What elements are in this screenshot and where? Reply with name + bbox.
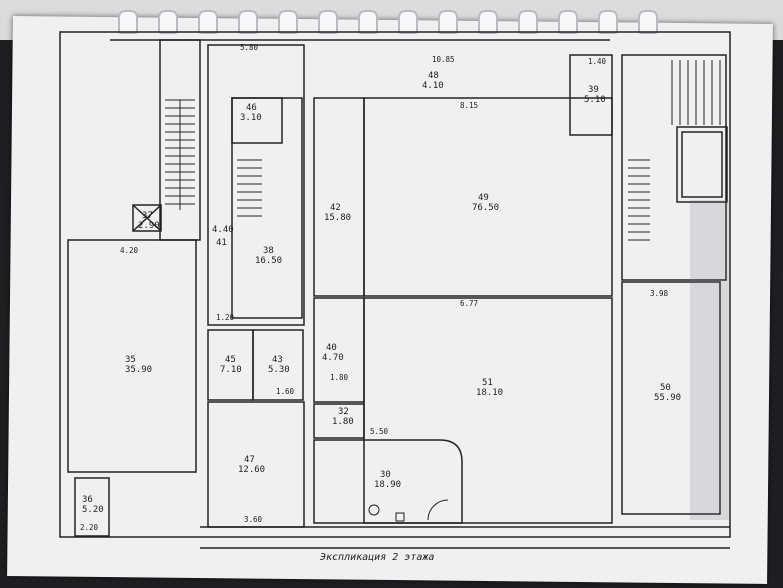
room-49 bbox=[363, 97, 613, 297]
room-label: 48 bbox=[428, 71, 439, 81]
dimension: 1.60 bbox=[276, 387, 295, 396]
room-label: 38 bbox=[263, 246, 274, 256]
dimension: 5.80 bbox=[240, 43, 259, 52]
room-50 bbox=[621, 281, 721, 515]
binder-ring bbox=[598, 10, 618, 34]
dimension: 3.60 bbox=[244, 515, 263, 524]
room-large bbox=[363, 297, 613, 524]
room-42 bbox=[313, 97, 365, 297]
stair-hall-right bbox=[621, 54, 727, 281]
room-area: 55.90 bbox=[654, 393, 681, 403]
room-area: 4.70 bbox=[322, 353, 344, 363]
binder-ring bbox=[238, 10, 258, 34]
room-area: 5.20 bbox=[82, 505, 104, 515]
binder-ring bbox=[438, 10, 458, 34]
room-35 bbox=[67, 239, 197, 473]
room-label: 30 bbox=[380, 470, 391, 480]
room-label: 43 bbox=[272, 355, 283, 365]
room-area: 12.60 bbox=[238, 465, 265, 475]
room-label: 35 bbox=[125, 355, 136, 365]
room-area: 3.10 bbox=[240, 113, 262, 123]
shadow-smudge bbox=[690, 200, 730, 520]
room-label: 42 bbox=[330, 203, 341, 213]
room-area: 18.90 bbox=[374, 480, 401, 490]
dimension: 1.40 bbox=[588, 57, 607, 66]
room-label: 47 bbox=[244, 455, 255, 465]
binder-ring bbox=[398, 10, 418, 34]
binder-ring bbox=[358, 10, 378, 34]
room-area: 5.10 bbox=[584, 95, 606, 105]
binder-ring bbox=[158, 10, 178, 34]
binder-ring bbox=[118, 10, 138, 34]
room-label: 50 bbox=[660, 383, 671, 393]
binder-ring bbox=[278, 10, 298, 34]
outer-wall bbox=[59, 31, 731, 538]
binder-ring bbox=[318, 10, 338, 34]
room-label: 39 bbox=[588, 85, 599, 95]
room-area: 7.10 bbox=[220, 365, 242, 375]
room-area: 16.50 bbox=[255, 256, 282, 266]
room-area: 4.10 bbox=[422, 81, 444, 91]
binder-ring bbox=[478, 10, 498, 34]
dimension: 5.50 bbox=[370, 427, 389, 436]
plan-caption: Экспликация 2 этажа bbox=[320, 552, 434, 563]
room-area: 18.10 bbox=[476, 388, 503, 398]
dimension: 1.80 bbox=[330, 373, 349, 382]
room-area: 5.30 bbox=[268, 365, 290, 375]
room-area: 35.90 bbox=[125, 365, 152, 375]
room-labels: 35 35.90 36 5.20 38 16.50 45 7.10 43 5.3… bbox=[82, 71, 681, 515]
room-30 bbox=[313, 439, 463, 524]
room-small-b bbox=[252, 329, 304, 401]
room-area: 15.80 bbox=[324, 213, 351, 223]
dimension: 10.85 bbox=[432, 55, 455, 64]
room-label: 32 bbox=[338, 407, 349, 417]
binder-ring bbox=[198, 10, 218, 34]
lift-shaft bbox=[676, 126, 728, 203]
room-label: 37 bbox=[142, 211, 153, 221]
binder-ring bbox=[638, 10, 658, 34]
staircase-left bbox=[165, 99, 195, 210]
binder-ring bbox=[558, 10, 578, 34]
dimension: 4.20 bbox=[120, 246, 139, 255]
dimension: 6.77 bbox=[460, 299, 478, 308]
vent-shaft bbox=[132, 204, 162, 232]
dimension: 3.98 bbox=[650, 289, 669, 298]
room-area: 2.90 bbox=[138, 221, 160, 231]
staircase-right bbox=[628, 60, 721, 241]
dimension-labels: 5.80 10.85 8.15 6.77 5.50 4.20 3.60 1.60… bbox=[80, 43, 669, 532]
room-label: 51 bbox=[482, 378, 493, 388]
room-label: 49 bbox=[478, 193, 489, 203]
staircase-mid bbox=[237, 159, 262, 217]
room-label: 45 bbox=[225, 355, 236, 365]
room-area: 1.80 bbox=[332, 417, 354, 427]
dimension: 2.20 bbox=[80, 523, 99, 532]
room-label: 41 bbox=[216, 238, 227, 248]
room-label: 40 bbox=[326, 343, 337, 353]
room-36 bbox=[74, 477, 110, 537]
dimension: 8.15 bbox=[460, 101, 478, 110]
room-area: 4.40 bbox=[212, 225, 234, 235]
room-label: 46 bbox=[246, 103, 257, 113]
binder-ring bbox=[518, 10, 538, 34]
room-label: 36 bbox=[82, 495, 93, 505]
dimension: 1.20 bbox=[216, 313, 235, 322]
room-area: 76.50 bbox=[472, 203, 499, 213]
